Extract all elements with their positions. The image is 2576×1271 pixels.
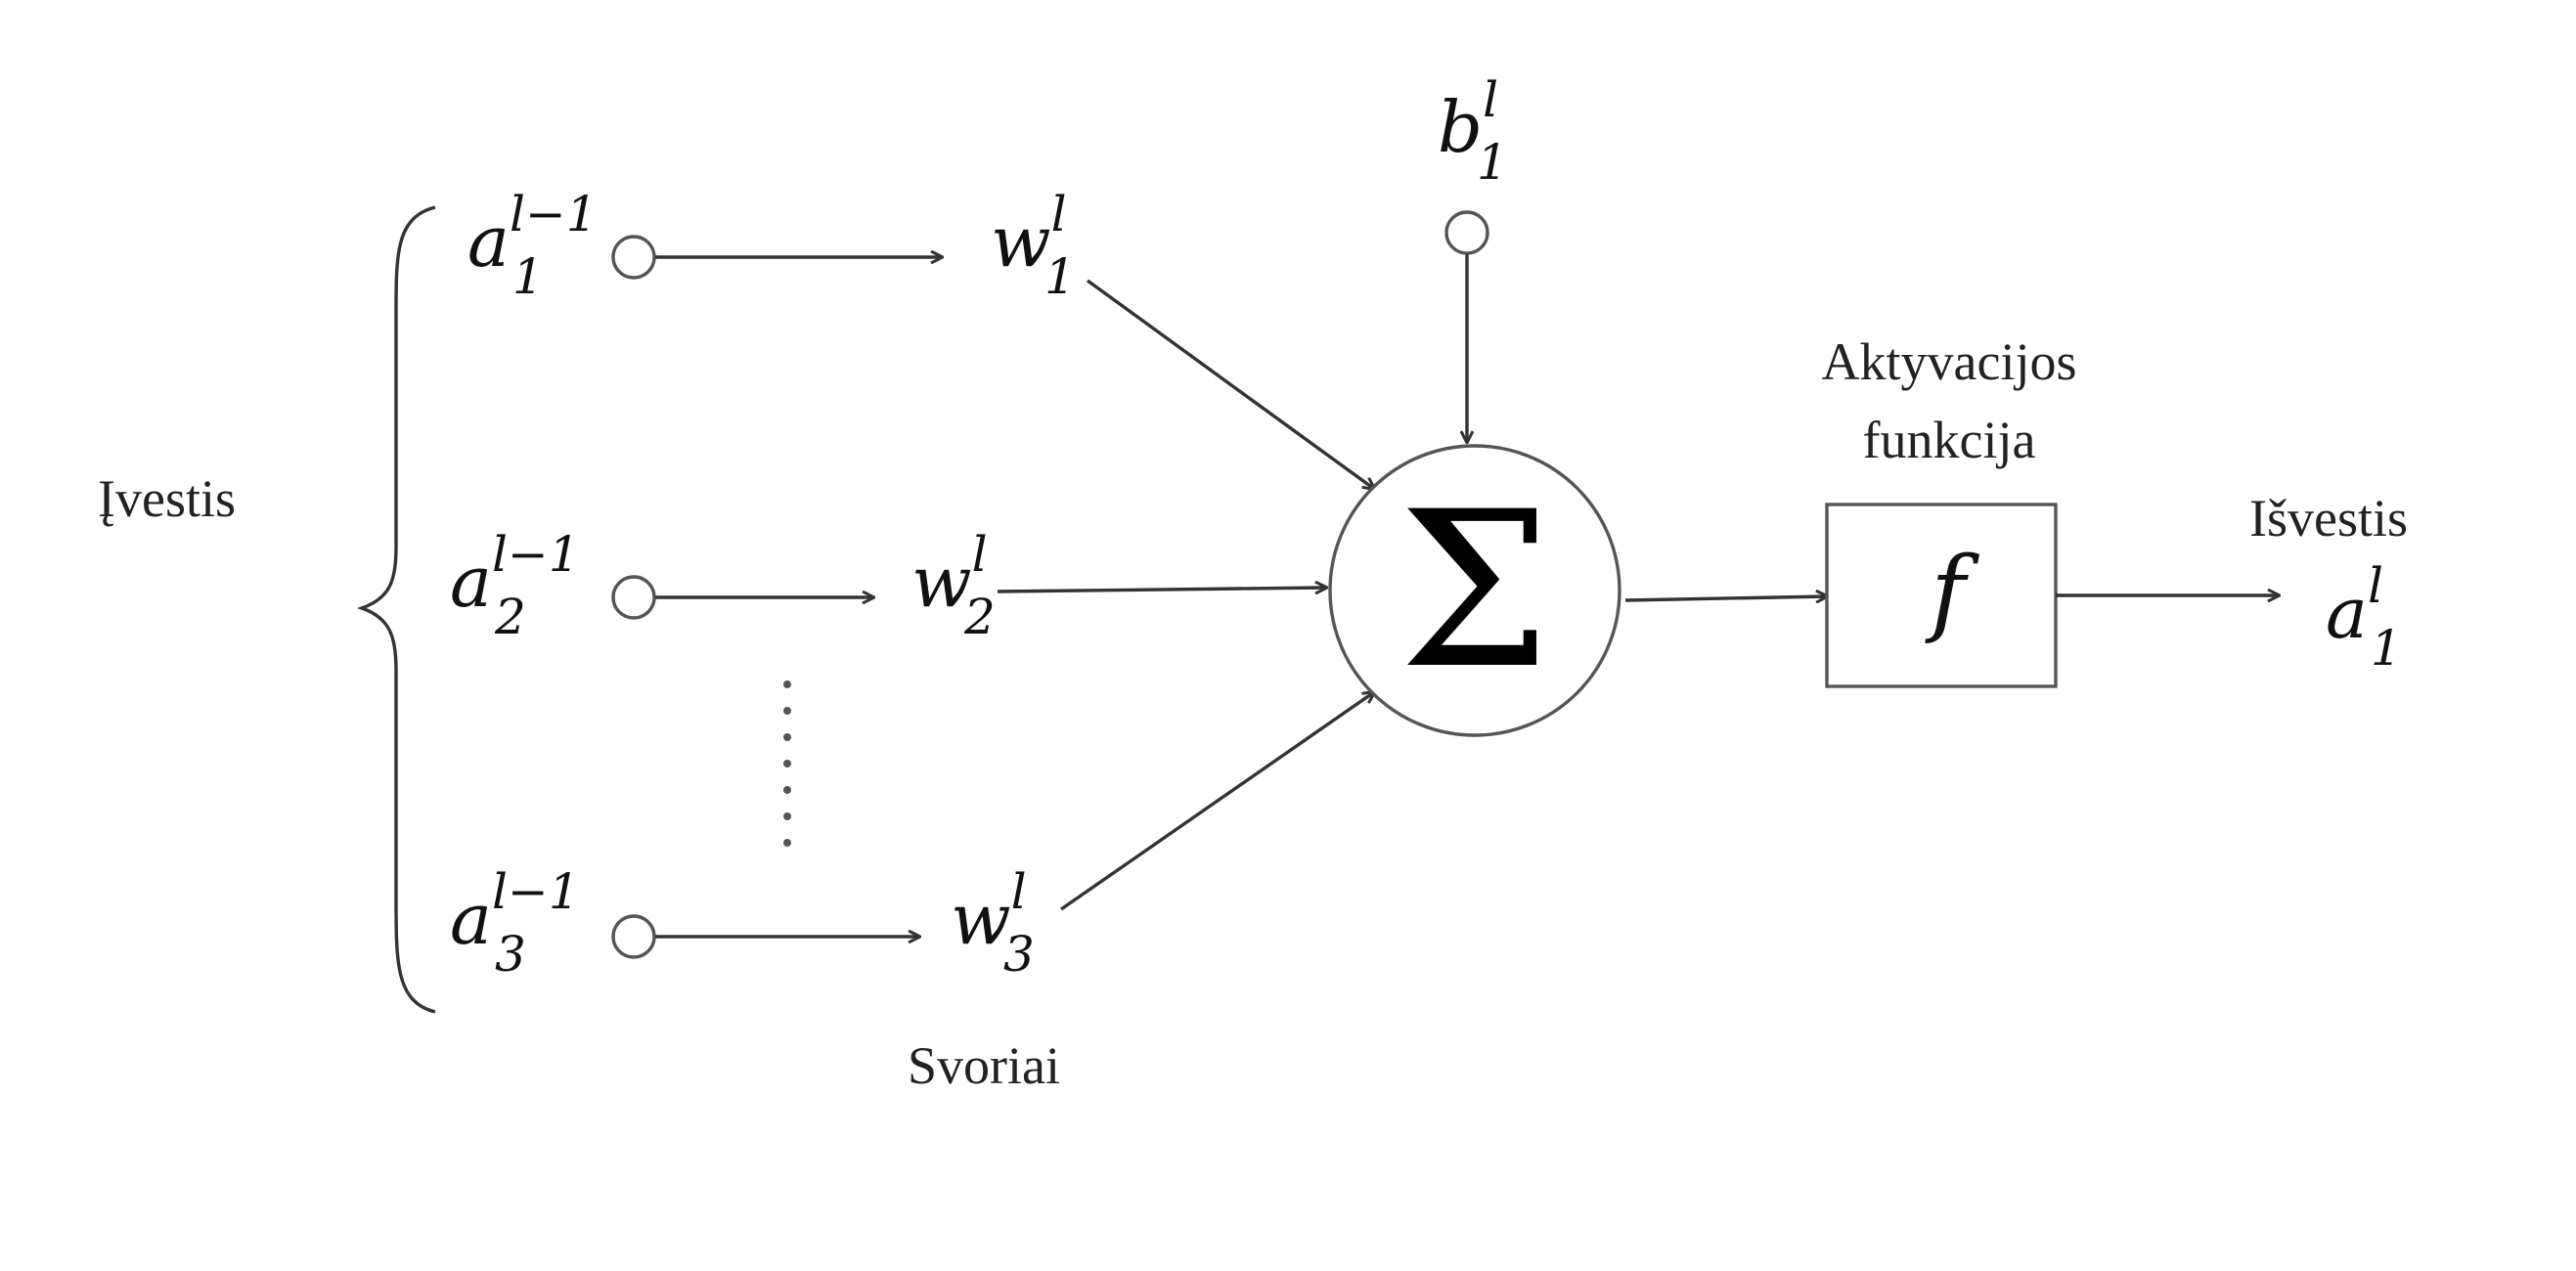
bias-sup: l	[1483, 71, 1498, 128]
input-2-sup: l−1	[492, 526, 580, 583]
input-label: Įvestis	[98, 469, 236, 528]
input-3-symbol: al−1	[450, 863, 580, 960]
sum-node	[1328, 444, 1621, 737]
output-label: Išvestis	[2249, 489, 2408, 548]
weight-3-edge	[1060, 692, 1374, 911]
weight-3-sup: l	[1011, 863, 1027, 920]
output-sub: 1	[2371, 620, 2402, 677]
weight-2-edge	[997, 588, 1326, 592]
weight-2-sup: l	[972, 526, 988, 583]
bias-sub: 1	[1477, 134, 1508, 191]
output-base: a	[2326, 572, 2368, 654]
input-brace	[356, 205, 436, 1014]
input-3-node	[611, 914, 656, 959]
weight-3-base: w	[951, 878, 1011, 960]
activation-label-line2: funkcija	[1863, 411, 2036, 469]
input-1-base: a	[467, 200, 510, 283]
ellipsis-dots	[783, 680, 791, 847]
activation-function-box	[1825, 503, 2058, 688]
weight-2-sub: 2	[963, 589, 996, 645]
input-2-sub: 2	[494, 589, 526, 645]
input-2-node	[611, 575, 656, 620]
weight-3-symbol: wl	[951, 863, 1027, 960]
sum-symbol: Σ	[1399, 465, 1551, 716]
input-1-node	[611, 235, 656, 280]
activation-label-line1: Aktyvacijos	[1822, 332, 2077, 391]
output-symbol: al	[2326, 557, 2383, 654]
weight-3-sub: 3	[1003, 926, 1035, 983]
input-3-base: a	[450, 878, 492, 960]
weight-1-sub: 1	[1044, 248, 1076, 305]
weight-1-sup: l	[1051, 186, 1067, 242]
weight-1-edge	[1087, 279, 1374, 489]
weights-label: Svoriai	[908, 1036, 1060, 1095]
bias-base: b	[1438, 86, 1483, 168]
input-3-sup: l−1	[492, 863, 580, 920]
output-sup: l	[2368, 557, 2383, 614]
input-2-base: a	[450, 541, 492, 623]
input-2-symbol: al−1	[450, 526, 580, 623]
weight-1-base: w	[991, 200, 1051, 283]
input-1-symbol: al−1	[467, 186, 598, 283]
input-3-sub: 3	[495, 926, 526, 983]
bias-node	[1444, 210, 1489, 255]
sum-to-activation-arrow	[1624, 596, 1827, 600]
weight-2-symbol: wl	[911, 526, 988, 623]
input-1-sup: l−1	[510, 186, 598, 242]
input-1-sub: 1	[512, 248, 544, 305]
weight-2-base: w	[911, 541, 972, 623]
weight-1-symbol: wl	[991, 186, 1067, 283]
bias-symbol: bl	[1438, 71, 1498, 168]
